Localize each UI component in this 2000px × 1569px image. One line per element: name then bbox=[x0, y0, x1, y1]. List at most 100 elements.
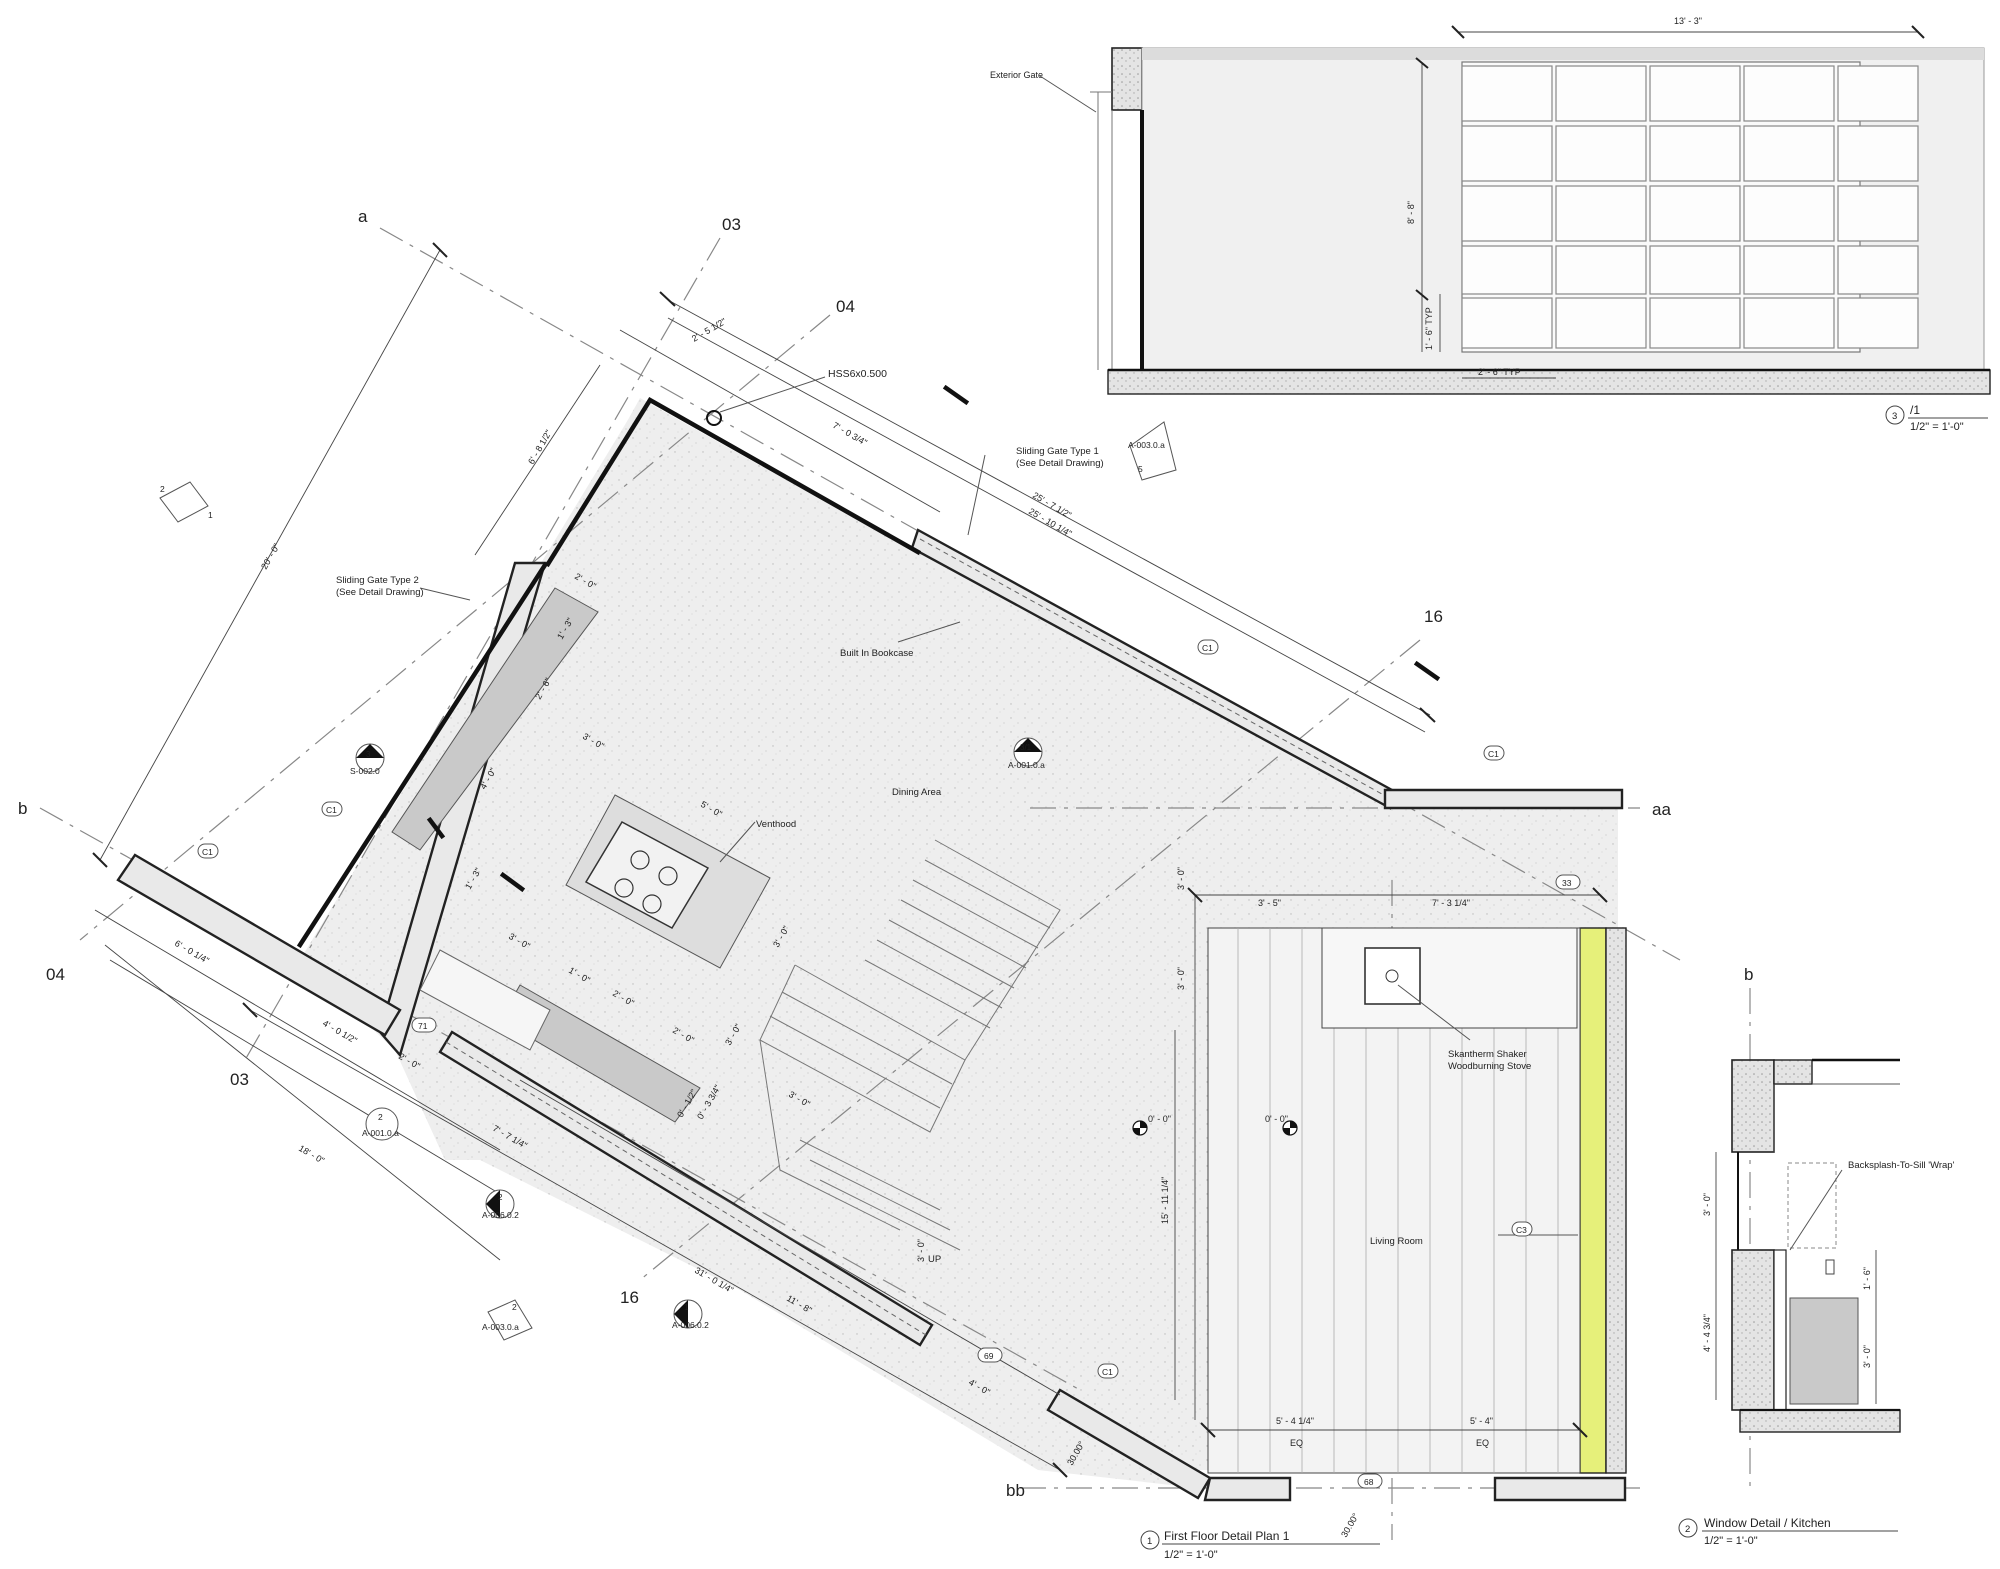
grid-label-16-top: 16 bbox=[1424, 607, 1443, 626]
svg-text:5: 5 bbox=[1138, 464, 1143, 474]
callout-elevation-a003-top: A-003.0.a 5 bbox=[1128, 421, 1177, 481]
detail-title-block: 2 Window Detail / Kitchen 1/2" = 1'-0" bbox=[1678, 1516, 1898, 1547]
section-cut-bar bbox=[426, 816, 446, 840]
tag-69: 69 bbox=[977, 1347, 1003, 1363]
grid-label-b-detail: b bbox=[1744, 965, 1753, 984]
label-stove-b: Woodburning Stove bbox=[1448, 1061, 1531, 1072]
svg-text:A-006.0.2: A-006.0.2 bbox=[672, 1320, 709, 1330]
callout-elevation-2-1: 2 1 bbox=[159, 481, 213, 523]
dim-7-0-34: 7' - 0 3/4" bbox=[831, 420, 869, 448]
dim-0-0-b: 0' - 0" bbox=[1265, 1114, 1288, 1124]
elev-scale: 1/2" = 1'-0" bbox=[1910, 421, 1964, 433]
svg-text:A-003.0.a: A-003.0.a bbox=[1128, 440, 1165, 450]
svg-text:A-001.0.a: A-001.0.a bbox=[362, 1128, 399, 1138]
dim-6-0-qtr: 6' - 0 1/4" bbox=[173, 938, 211, 966]
svg-text:S-002.0: S-002.0 bbox=[350, 766, 380, 776]
callout-section-a006-top: 2 A-006.0.2 bbox=[482, 1189, 519, 1220]
svg-text:69: 69 bbox=[984, 1351, 994, 1361]
dim-5-4-qtr: 5' - 4 1/4" bbox=[1276, 1416, 1314, 1426]
dim-detail-3-0-b: 3' - 0" bbox=[1862, 1345, 1872, 1368]
grid-line-03 bbox=[244, 237, 721, 1061]
label-exterior-gate: Exterior Gate bbox=[990, 70, 1043, 80]
dim-eq-1: EQ bbox=[1290, 1438, 1303, 1448]
label-living-room: Living Room bbox=[1370, 1236, 1423, 1247]
stair bbox=[759, 839, 1061, 1251]
elevation-target-icon bbox=[1132, 1120, 1148, 1136]
tag-c1: C1 bbox=[197, 843, 219, 859]
glazing-frame-north bbox=[544, 396, 922, 568]
kitchen-counter-section bbox=[1789, 1297, 1859, 1405]
grid-label-03-bottom: 03 bbox=[230, 1070, 249, 1089]
label-sliding-gate-1-a: Sliding Gate Type 1 bbox=[1016, 446, 1099, 457]
dim-3-5: 3' - 5" bbox=[1258, 898, 1281, 908]
grid-line-04 bbox=[79, 314, 831, 941]
grid-label-a: a bbox=[358, 207, 368, 226]
tag-c1: C1 bbox=[321, 801, 343, 817]
tag-68: 68 bbox=[1357, 1473, 1383, 1489]
callout-section-s002: 3 S-002.0 bbox=[350, 743, 385, 776]
svg-text:2: 2 bbox=[512, 1302, 517, 1312]
svg-text:A-003.0.a: A-003.0.a bbox=[482, 1322, 519, 1332]
elev-title-number: 3 bbox=[1892, 411, 1897, 422]
svg-text:3: 3 bbox=[366, 750, 371, 759]
section-cut-bar bbox=[1413, 660, 1441, 682]
slab-on-grade bbox=[1107, 369, 1991, 395]
label-stair-up: UP bbox=[928, 1254, 941, 1265]
detail-scale: 1/2" = 1'-0" bbox=[1704, 1535, 1758, 1547]
plan-title: First Floor Detail Plan 1 bbox=[1164, 1529, 1290, 1543]
dim-3-0-g: 3' - 0" bbox=[1176, 967, 1186, 990]
dim-4-0-half: 4' - 0 1/2" bbox=[321, 1018, 359, 1046]
dim-8-8: 8' - 8" bbox=[1406, 201, 1416, 224]
elevation-target-icon bbox=[1282, 1120, 1298, 1136]
grid-line-16 bbox=[639, 639, 1421, 1281]
svg-text:68: 68 bbox=[1364, 1477, 1374, 1487]
svg-text:3/1: 3/1 bbox=[1020, 743, 1032, 752]
plan-title-block: 1 First Floor Detail Plan 1 1/2" = 1'-0" bbox=[1140, 1529, 1380, 1561]
living-room-floor bbox=[1207, 927, 1581, 1474]
tag-c1: C1 bbox=[1097, 1363, 1119, 1379]
plan-scale: 1/2" = 1'-0" bbox=[1164, 1549, 1218, 1561]
svg-text:1: 1 bbox=[208, 510, 213, 520]
svg-text:C1: C1 bbox=[326, 805, 337, 815]
tag-71: 71 bbox=[411, 1017, 437, 1033]
callout-section-a006-bottom: 1 A-006.0.2 bbox=[672, 1299, 709, 1330]
detail-title-number: 2 bbox=[1685, 1524, 1690, 1535]
plan-title-number: 1 bbox=[1147, 1536, 1152, 1547]
dim-eq-2: EQ bbox=[1476, 1438, 1489, 1448]
tag-c1: C1 bbox=[1197, 639, 1219, 655]
elev-title: /1 bbox=[1910, 403, 1920, 417]
gate-elevation: Exterior Gate 13' - 3" 8' - 8" 1' - 6" T… bbox=[990, 16, 1991, 433]
cooktop-burner bbox=[630, 850, 650, 870]
grid-label-04-top: 04 bbox=[836, 297, 855, 316]
label-hss: HSS6x0.500 bbox=[828, 368, 887, 380]
dim-1-6-typ: 1' - 6" TYP bbox=[1424, 307, 1434, 350]
label-backsplash-wrap: Backsplash-To-Sill 'Wrap' bbox=[1848, 1160, 1955, 1171]
window-detail: b Backsplash-To-Sill 'Wrap' 3' - 0" 4' -… bbox=[1678, 965, 1955, 1547]
svg-text:C3: C3 bbox=[1516, 1225, 1527, 1235]
section-cut-bar bbox=[499, 871, 526, 893]
callout-section-a001-top: 3/1 A-001.0.a bbox=[1008, 737, 1045, 770]
grid-label-b: b bbox=[18, 799, 27, 818]
grid-label-bb: bb bbox=[1006, 1481, 1025, 1500]
dim-30-00-b: 30.00° bbox=[1339, 1511, 1361, 1539]
dim-6-8-half: 6' - 8 1/2" bbox=[526, 428, 554, 466]
dim-15-11-qtr: 15' - 11 1/4" bbox=[1160, 1177, 1170, 1224]
svg-text:C1: C1 bbox=[1102, 1367, 1113, 1377]
dim-7-3-qtr: 7' - 3 1/4" bbox=[1432, 898, 1470, 908]
grid-label-aa: aa bbox=[1652, 800, 1671, 819]
label-dining-area: Dining Area bbox=[892, 787, 942, 798]
svg-text:2: 2 bbox=[160, 484, 165, 494]
gate-panels bbox=[1461, 65, 1919, 349]
dim-20-0: 20' - 0" bbox=[259, 542, 282, 571]
callout-elevation-a003-bottom: 2 A-003.0.a bbox=[482, 1299, 533, 1341]
callout-section-a001-bottom: 2 A-001.0.a bbox=[362, 1107, 399, 1141]
tag-33: 33 bbox=[1555, 874, 1581, 890]
dim-5-4: 5' - 4" bbox=[1470, 1416, 1493, 1426]
svg-text:2: 2 bbox=[498, 1193, 503, 1202]
tag-c1: C1 bbox=[1483, 745, 1505, 761]
svg-text:C1: C1 bbox=[1488, 749, 1499, 759]
label-sliding-gate-2-b: (See Detail Drawing) bbox=[336, 587, 424, 598]
hss-column-icon bbox=[706, 410, 722, 426]
first-floor-plan: a 03 04 16 b aa 04 03 16 bb bbox=[18, 207, 1681, 1561]
